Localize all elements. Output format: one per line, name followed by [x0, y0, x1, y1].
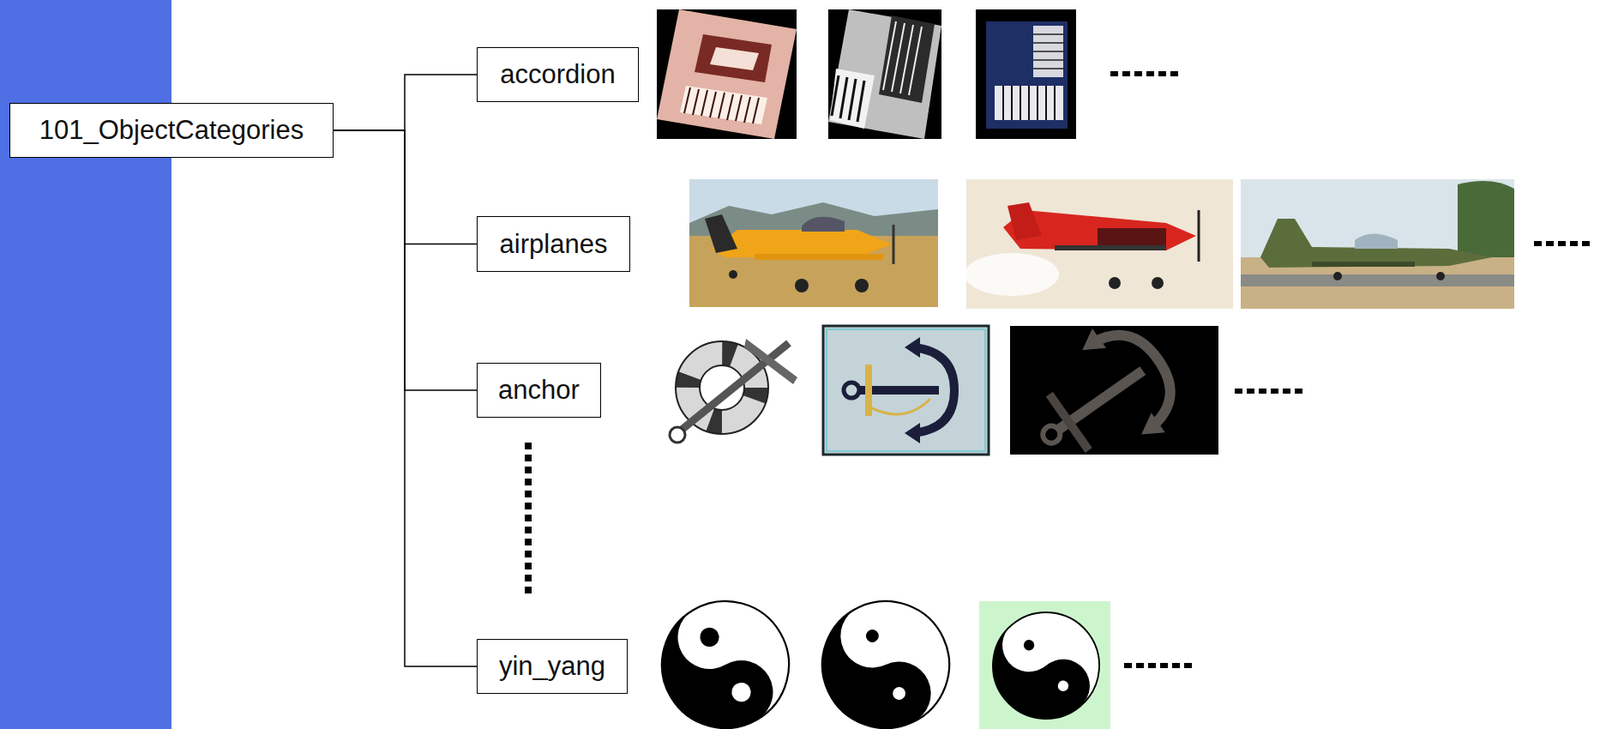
category-folder-box: airplanes — [476, 216, 631, 272]
category-folder-box: anchor — [476, 362, 602, 418]
yin-yang-symbol — [638, 577, 813, 729]
anchor-photo — [1008, 307, 1219, 492]
ellipsis-dots — [524, 442, 532, 597]
accordion-photo — [656, 9, 797, 139]
category-folder-box: accordion — [476, 47, 639, 103]
tree-connector — [333, 74, 477, 131]
airplane-photo — [1240, 179, 1515, 309]
anchor-drawing — [665, 328, 800, 451]
root-folder-box: 101_ObjectCategories — [9, 102, 334, 158]
airplane-photo — [689, 179, 939, 307]
folder-name: airplanes — [499, 228, 608, 260]
folder-name: accordion — [499, 59, 615, 91]
ellipsis-dots — [1533, 240, 1593, 247]
tree-connector — [333, 130, 477, 667]
yin-yang-photo — [971, 590, 1122, 729]
anchor-photo — [823, 325, 989, 455]
category-folder-box: yin_yang — [476, 638, 628, 694]
accordion-photo — [828, 9, 942, 139]
ellipsis-dots — [1110, 71, 1182, 77]
folder-name: yin_yang — [499, 650, 606, 682]
folder-name: 101_ObjectCategories — [39, 114, 304, 146]
airplane-photo — [964, 179, 1234, 309]
ellipsis-dots — [1234, 388, 1305, 394]
yin-yang-symbol — [801, 580, 971, 729]
accordion-photo — [975, 9, 1077, 139]
ellipsis-dots — [1124, 662, 1197, 668]
folder-name: anchor — [498, 374, 580, 406]
